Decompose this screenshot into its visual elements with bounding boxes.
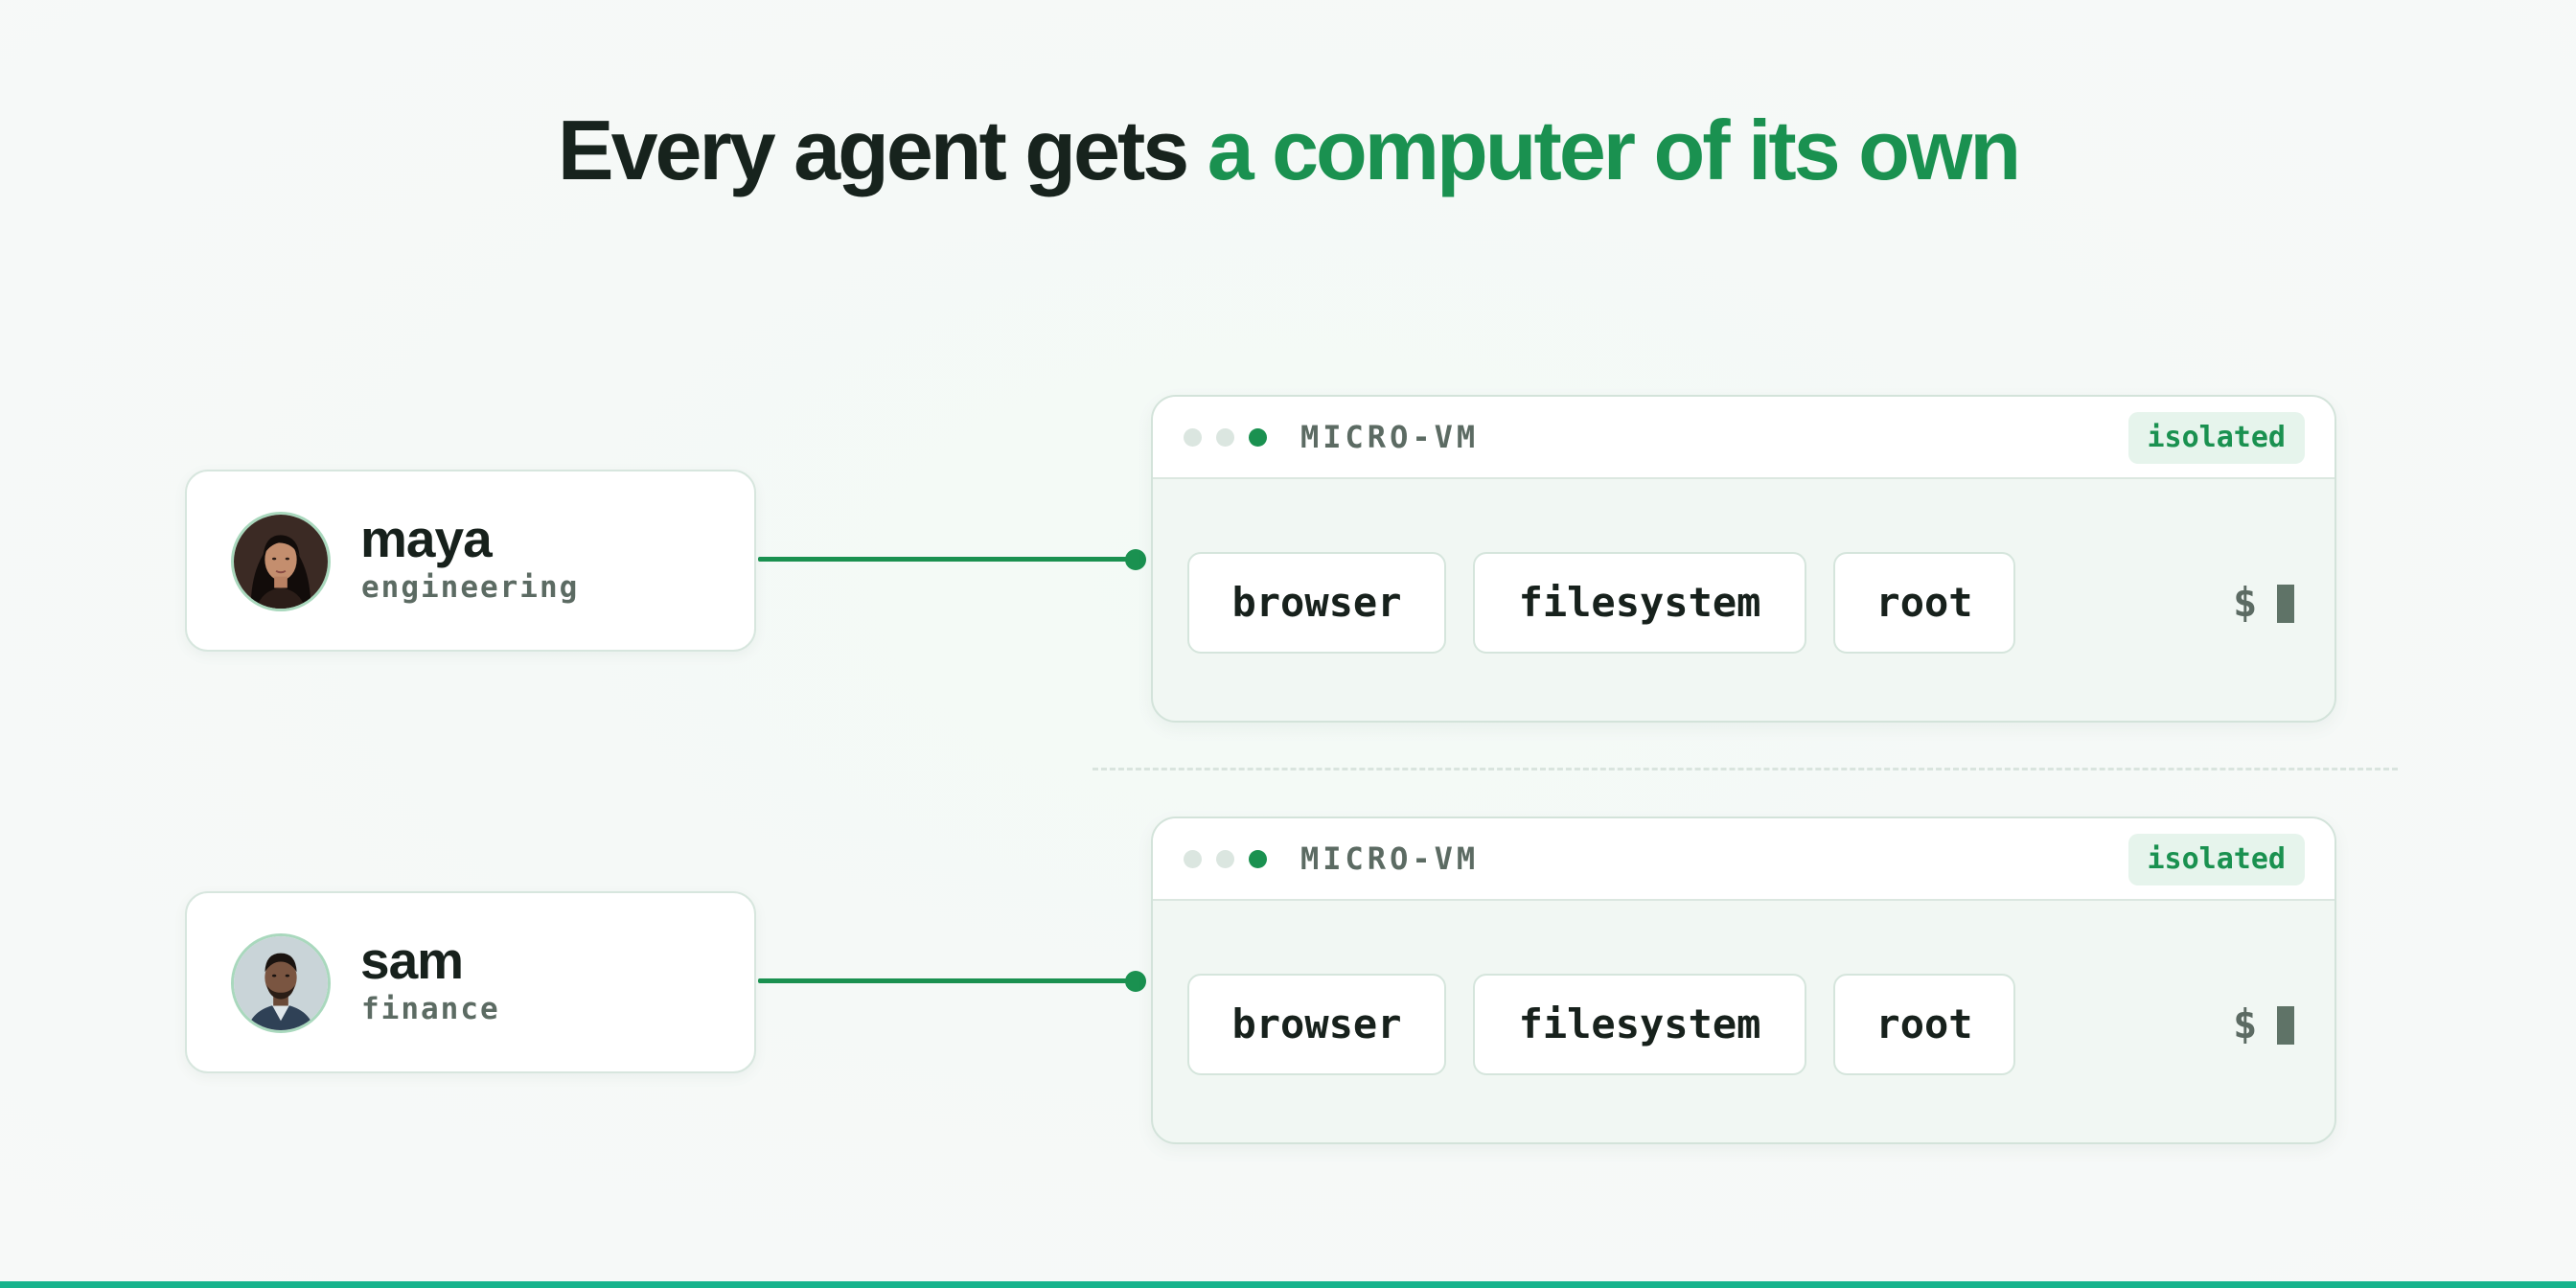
headline-accent: a computer of its own [1207, 103, 2021, 197]
agent-name: sam [360, 931, 464, 990]
agent-team: engineering [361, 570, 580, 605]
terminal-cursor-icon [2277, 1006, 2294, 1045]
window-dot-icon [1184, 850, 1202, 868]
agent-card-sam: sam finance [185, 891, 756, 1073]
window-dot-icon [1216, 850, 1234, 868]
agent-team: finance [361, 992, 500, 1026]
headline-lead: Every agent gets [557, 103, 1189, 197]
chip-root: root [1833, 974, 2015, 1075]
avatar [231, 512, 331, 611]
dashed-divider [1092, 768, 2398, 770]
window-dot-icon [1216, 428, 1234, 447]
shell-prompt: $ [2233, 579, 2258, 626]
terminal-cursor-icon [2277, 585, 2294, 623]
window-dot-active-icon [1249, 428, 1267, 447]
vm-title: MICRO-VM [1300, 840, 1480, 877]
chip-browser: browser [1187, 552, 1446, 654]
chip-browser: browser [1187, 974, 1446, 1075]
agent-card-maya: maya engineering [185, 470, 756, 652]
shell-prompt: $ [2233, 1000, 2258, 1047]
connector-dot [1125, 971, 1146, 992]
headline: Every agent gets a computer of its own [0, 98, 2576, 203]
vm-card-maya: MICRO-VM isolated browser filesystem roo… [1151, 395, 2336, 723]
bottom-accent-bar [0, 1281, 2576, 1288]
avatar-photo [234, 936, 328, 1030]
chip-root: root [1833, 552, 2015, 654]
vm-title: MICRO-VM [1300, 419, 1480, 455]
vm-header: MICRO-VM isolated [1153, 818, 2334, 901]
connector-dot [1125, 549, 1146, 570]
agent-name: maya [360, 509, 493, 568]
isolated-badge: isolated [2128, 834, 2305, 886]
vm-card-sam: MICRO-VM isolated browser filesystem roo… [1151, 816, 2336, 1144]
chip-filesystem: filesystem [1473, 552, 1806, 654]
connector-line [758, 978, 1138, 983]
vm-header: MICRO-VM isolated [1153, 397, 2334, 479]
window-dot-active-icon [1249, 850, 1267, 868]
avatar [231, 933, 331, 1033]
avatar-photo [234, 515, 328, 609]
window-dot-icon [1184, 428, 1202, 447]
chip-filesystem: filesystem [1473, 974, 1806, 1075]
connector-line [758, 557, 1138, 562]
isolated-badge: isolated [2128, 412, 2305, 464]
